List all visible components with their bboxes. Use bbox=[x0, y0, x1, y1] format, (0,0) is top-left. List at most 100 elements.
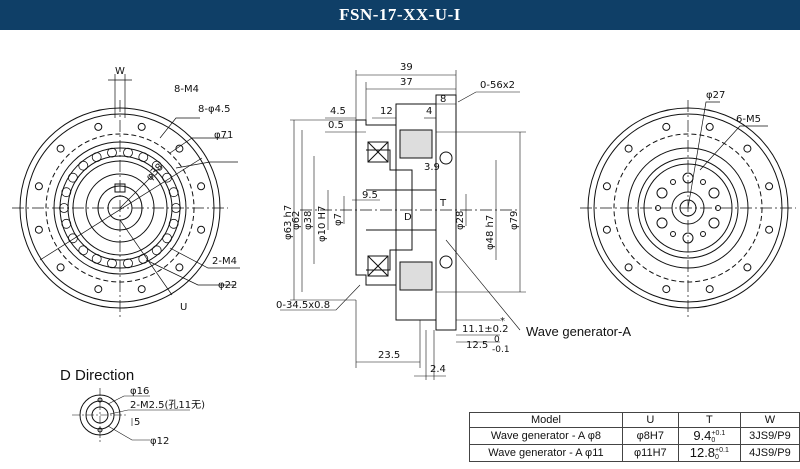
label-phi12: φ12 bbox=[150, 436, 169, 447]
col-u: U bbox=[621, 412, 679, 428]
mounting-hole bbox=[655, 205, 661, 211]
dim-11-1: 11.1±0.2 bbox=[462, 324, 509, 335]
dim-4-5: 4.5 bbox=[330, 106, 346, 117]
dim-phi62: φ62 bbox=[291, 211, 302, 230]
bolt-hole bbox=[602, 225, 611, 234]
bearing-ball bbox=[68, 233, 78, 244]
dim-phi10-h7: φ10 H7 bbox=[317, 206, 328, 242]
col-t: T bbox=[677, 412, 741, 428]
label-t: T bbox=[439, 198, 447, 209]
bolt-hole bbox=[743, 144, 752, 153]
bearing-ball bbox=[168, 218, 179, 229]
d-direction-view bbox=[72, 388, 190, 442]
cell-w: 3JS9/P9 bbox=[739, 426, 800, 446]
spec-table-header: Model U T W bbox=[469, 412, 800, 428]
dim-9-5: 9.5 bbox=[362, 190, 378, 201]
label-depth-5: 5 bbox=[134, 417, 140, 428]
drawing-canvas: W 8-M4 8-φ4.5 φ71 φ38 2-M4 φ22 U 39 37 4… bbox=[12, 62, 796, 447]
mounting-hole bbox=[700, 179, 706, 185]
mounting-hole bbox=[656, 217, 668, 229]
t-value: 9.4 bbox=[693, 428, 712, 443]
dim-39: 39 bbox=[400, 62, 413, 73]
label-d: D bbox=[404, 212, 412, 223]
bolt-hole bbox=[624, 263, 633, 272]
bearing-ball bbox=[151, 160, 162, 171]
cell-u: φ11H7 bbox=[621, 444, 679, 463]
d-direction-labels: D Direction φ16 2-M2.5(孔11无) 5 φ12 bbox=[60, 367, 205, 447]
dim-12-5-upper-tol: 0 bbox=[494, 335, 500, 345]
col-w: W bbox=[739, 412, 800, 428]
label-phi16: φ16 bbox=[130, 386, 149, 397]
bolt-hole bbox=[137, 122, 146, 131]
bolt-hole bbox=[624, 144, 633, 153]
t-tolerance-lower: 0 bbox=[711, 437, 716, 445]
bearing-ball bbox=[162, 233, 173, 244]
bolt-hole bbox=[94, 285, 103, 294]
bearing-ball bbox=[61, 187, 72, 198]
left-view-labels: W 8-M4 8-φ4.5 φ71 φ38 2-M4 φ22 U bbox=[115, 66, 237, 313]
bearing-ball bbox=[162, 172, 173, 183]
dim-37: 37 bbox=[400, 77, 413, 88]
left-outer-bolt-holes bbox=[34, 122, 206, 294]
side-section-view bbox=[280, 70, 526, 380]
bolt-hole bbox=[705, 122, 714, 131]
label-u: U bbox=[180, 302, 187, 313]
dim-2-4: 2.4 bbox=[430, 364, 446, 375]
spec-table: Model U T W Wave generator - A φ8 φ8H7 9… bbox=[469, 412, 800, 463]
bearing-ball bbox=[168, 187, 179, 198]
bearing-ball bbox=[91, 152, 102, 162]
bolt-hole bbox=[137, 285, 146, 294]
bearing-ball bbox=[59, 203, 69, 213]
note-asterisk: * bbox=[500, 316, 505, 327]
bearing-ball bbox=[123, 147, 133, 158]
bearing-ball bbox=[123, 258, 133, 269]
label-2-m4: 2-M4 bbox=[212, 256, 237, 267]
label-phi38: φ38 bbox=[144, 162, 165, 183]
left-bearing-balls bbox=[59, 147, 181, 269]
bolt-hole bbox=[197, 182, 206, 191]
cell-model: Wave generator - A φ8 bbox=[469, 426, 623, 446]
dim-23-5: 23.5 bbox=[378, 350, 400, 361]
cell-w: 4JS9/P9 bbox=[739, 444, 800, 463]
mounting-hole bbox=[670, 179, 676, 185]
label-phi22: φ22 bbox=[218, 280, 237, 291]
dim-12: 12 bbox=[380, 106, 393, 117]
bolt-hole bbox=[175, 263, 184, 272]
label-6-m5: 6-M5 bbox=[736, 114, 761, 125]
bolt-hole bbox=[56, 144, 65, 153]
bolt-hole bbox=[765, 182, 774, 191]
mounting-hole bbox=[700, 231, 706, 237]
bolt-hole bbox=[34, 225, 43, 234]
page-title: FSN-17-XX-U-I bbox=[339, 5, 461, 24]
cell-u: φ8H7 bbox=[621, 426, 679, 446]
dim-phi38-side: φ38 bbox=[303, 211, 314, 230]
bolt-hole bbox=[765, 225, 774, 234]
bearing-ball bbox=[138, 253, 149, 264]
bearing-ball bbox=[61, 218, 72, 229]
dim-0-5: 0.5 bbox=[328, 120, 344, 131]
bolt-hole bbox=[743, 263, 752, 272]
bolt-hole bbox=[662, 122, 671, 131]
label-8-m4: 8-M4 bbox=[174, 84, 199, 95]
label-w: W bbox=[115, 66, 125, 77]
dim-8: 8 bbox=[440, 94, 446, 105]
cell-model: Wave generator - A φ11 bbox=[469, 444, 623, 463]
col-model: Model bbox=[469, 412, 623, 428]
dim-phi79: φ79 bbox=[509, 211, 520, 230]
t-tolerance-lower: 0 bbox=[715, 454, 719, 462]
side-view-labels: 39 37 4.5 12 8 4 0.5 0-56x2 φ63 h7 φ62 φ… bbox=[276, 62, 631, 375]
mounting-hole bbox=[708, 187, 720, 199]
title-banner bbox=[0, 0, 800, 30]
dim-phi63-h7: φ63 h7 bbox=[283, 205, 294, 240]
mounting-hole bbox=[708, 217, 720, 229]
label-8-phi4-5: 8-φ4.5 bbox=[198, 104, 230, 115]
mounting-hole bbox=[670, 231, 676, 237]
right-inner-holes bbox=[655, 172, 721, 244]
bearing-ball bbox=[68, 172, 78, 183]
bolt-hole bbox=[175, 144, 184, 153]
dim-4: 4 bbox=[426, 106, 432, 117]
